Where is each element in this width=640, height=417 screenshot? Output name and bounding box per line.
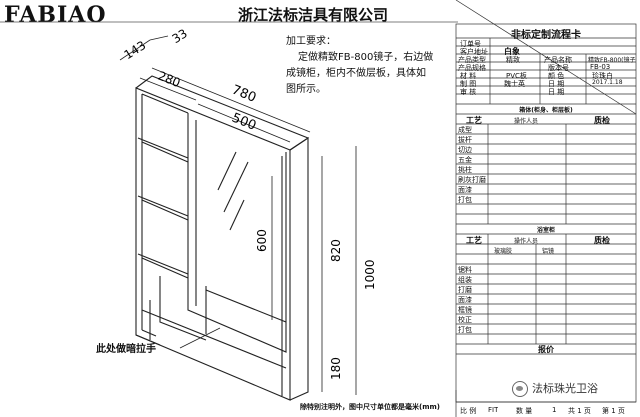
processing-notes: 加工要求： 定做精致FB-800镜子，右边做 成镜柜，柜内不做层板，具体如 图所… xyxy=(286,34,458,98)
mirror-reflection xyxy=(229,199,245,231)
product-name-label: 产品名称 xyxy=(544,56,572,64)
col-process: 工艺 xyxy=(466,116,482,125)
section-cabinet-body: 箱体(柜身、柜层板) xyxy=(519,107,573,114)
notes-title: 加工要求： xyxy=(286,36,336,47)
quote-label: 报价 xyxy=(538,345,554,354)
card-title: 非标定制流程卡 xyxy=(511,30,581,41)
col-operator: 操作人员 xyxy=(514,118,539,125)
process-step: 刷灰打磨 xyxy=(458,176,486,184)
process-step: 挑柱 xyxy=(458,166,472,174)
col-process-2: 工艺 xyxy=(466,236,482,245)
product-type-label: 产品类型 xyxy=(458,56,486,64)
process-step: 锯料 xyxy=(458,266,472,274)
notes-line: 定做精致FB-800镜子，右边做 xyxy=(298,52,434,63)
date-label: 日 期 xyxy=(548,80,565,88)
dim-1000: 1000 xyxy=(363,259,377,290)
customer-value: 白象 xyxy=(504,47,520,56)
process-step: 打磨 xyxy=(458,286,472,294)
mirror-reflection xyxy=(223,161,249,213)
process-step: 打包 xyxy=(458,196,472,204)
shelf xyxy=(137,253,189,279)
company-name: 浙江法标洁具有限公司 xyxy=(238,6,389,24)
notes-line: 图所示。 xyxy=(286,84,326,95)
total-pages: 共 1 页 xyxy=(568,407,591,415)
customer-label: 客户地址 xyxy=(460,48,488,56)
scale-label: 比 例 xyxy=(460,407,477,415)
review-date-label: 日 期 xyxy=(548,88,565,96)
unit-footnote: 除特别注明外，图中尺寸单位都是毫米(mm) xyxy=(300,403,440,411)
mirror-reflection xyxy=(217,151,237,191)
cabinet-side xyxy=(289,136,309,401)
date-value: 2017.1.18 xyxy=(592,79,623,86)
dim-33: 33 xyxy=(170,26,190,46)
process-step: 成型 xyxy=(458,126,472,134)
page-number: 第 1 页 xyxy=(602,407,625,415)
process-step: 面漆 xyxy=(458,296,472,304)
color-label: 颜 色 xyxy=(548,72,565,80)
version-label: 版本号 xyxy=(548,64,569,72)
maker-label: 制 图 xyxy=(460,80,477,88)
process-step: 校正 xyxy=(458,316,472,324)
dim-600: 600 xyxy=(255,229,269,252)
section-bathroom: 浴室柜 xyxy=(536,227,555,234)
material-label: 材 料 xyxy=(460,72,477,80)
order-no-label: 订单号 xyxy=(460,40,481,48)
process-step: 五金 xyxy=(458,156,472,164)
qty-label: 数 量 xyxy=(516,407,533,415)
sub-mirror: 铝镜 xyxy=(542,248,555,255)
version-value: FB-03 xyxy=(590,63,611,71)
shelf xyxy=(137,137,189,163)
qty-value: 1 xyxy=(552,406,557,414)
product-name-value: 精致FB-800(镜子) xyxy=(588,57,636,64)
maker-value: 魏士英 xyxy=(504,80,525,88)
brand-logo: FABIAO xyxy=(4,2,107,28)
col-quality: 质检 xyxy=(594,116,610,125)
review-label: 审 核 xyxy=(460,88,477,96)
watermark-text: 法标珠光卫浴 xyxy=(532,382,598,395)
color-value: 珍珠白 xyxy=(592,72,613,80)
process-step: 面漆 xyxy=(458,186,472,194)
dim-180: 180 xyxy=(329,357,343,380)
watermark: 法标珠光卫浴 xyxy=(512,380,598,397)
col-quality-2: 质检 xyxy=(594,236,610,245)
scale-value: FIT xyxy=(488,406,499,414)
process-step: 框镜 xyxy=(458,306,472,314)
shelf xyxy=(137,195,189,221)
sub-sealant: 玻璃胶 xyxy=(494,248,513,255)
product-type-value: 精致 xyxy=(506,56,520,64)
wechat-icon xyxy=(512,381,528,397)
handle-label: 此处做暗拉手 xyxy=(96,344,156,355)
process-step: 组装 xyxy=(458,276,472,284)
material-value: PVC板 xyxy=(506,72,527,80)
process-step: 切边 xyxy=(458,146,472,154)
spec-label: 产品规格 xyxy=(458,64,486,72)
mirror-door xyxy=(187,113,287,353)
notes-line: 成镜柜，柜内不做层板，具体如 xyxy=(286,68,426,79)
col-operator-2: 操作人员 xyxy=(514,238,539,245)
dim-820: 820 xyxy=(329,239,343,262)
process-step: 拔杆 xyxy=(458,136,472,144)
process-step: 打包 xyxy=(458,326,472,334)
